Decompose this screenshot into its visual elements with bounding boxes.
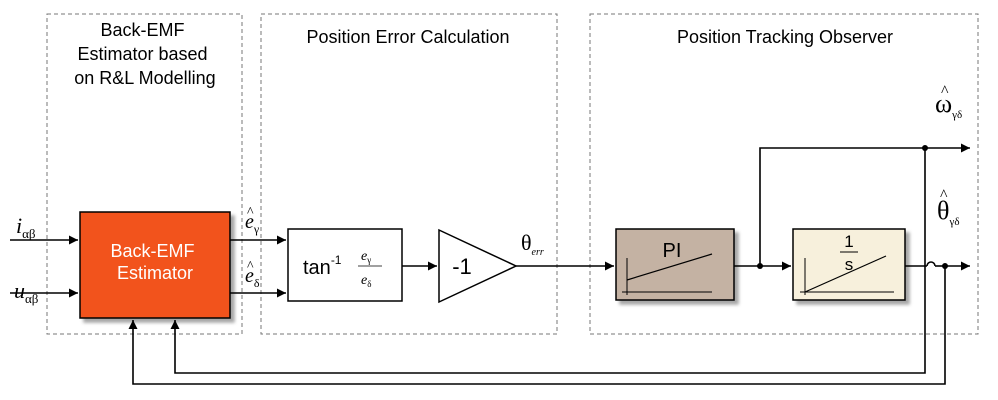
section-title-bemf-line-2: Estimator based (77, 44, 207, 64)
bemf-estimator-block: Back-EMF Estimator (79, 211, 231, 319)
signal-e-delta-label: eδ ^ (245, 259, 260, 290)
gain-block: -1 (438, 228, 518, 304)
hat-e-gamma: ^ (247, 205, 254, 220)
arctan-rect (287, 228, 403, 302)
svg-text:eγ: eγ (245, 211, 260, 236)
svg-text:ωγδ: ωγδ (935, 89, 962, 121)
arctan-block: tan-1 eγ eδ (287, 228, 403, 302)
hat-e-delta: ^ (247, 259, 254, 274)
bemf-estimator-label: Back-EMF Estimator (110, 241, 199, 283)
line-crossover-hop (926, 261, 936, 267)
pi-block: PI (615, 228, 735, 301)
section-frame-position-error (260, 13, 558, 335)
integrator-rect (792, 228, 906, 301)
gain-triangle (438, 228, 518, 304)
pi-rect (615, 228, 735, 301)
gain-label: -1 (452, 254, 472, 279)
feedback-omega-to-bemf (170, 148, 926, 374)
section-title-bemf-line-1: Back-EMF (100, 20, 184, 40)
hat-theta: ^ (940, 187, 948, 204)
signal-omega-hat-label: ωγδ ^ (935, 83, 962, 121)
section-title-bemf-line-3: on R&L Modelling (74, 68, 215, 88)
bemf-estimator-label-line-1: Back-EMF (110, 241, 194, 261)
section-title-bemf: Back-EMF Estimator based on R&L Modellin… (74, 20, 215, 88)
integrator-block: 1 s (792, 228, 906, 301)
signal-e-gamma-label: eγ ^ (245, 205, 260, 236)
integrator-response-line (804, 255, 887, 293)
integrator-numerator: 1 (844, 232, 853, 251)
feedback-theta-to-bemf (128, 266, 946, 385)
pi-response-line (626, 253, 713, 281)
section-title-observer: Position Tracking Observer (677, 27, 893, 47)
svg-text:eδ: eδ (245, 265, 260, 290)
bemf-estimator-label-line-2: Estimator (117, 263, 193, 283)
line-omega-branch (759, 147, 925, 266)
arctan-func: tan-1 (303, 253, 342, 279)
bemf-estimator-rect (79, 211, 231, 319)
arctan-numerator: eγ (361, 249, 371, 265)
integrator-denominator: s (845, 255, 854, 274)
arctan-denominator: eδ (361, 273, 371, 289)
section-frame-observer (589, 13, 979, 335)
section-frame-bemf (46, 13, 243, 335)
svg-text:θγδ: θγδ (937, 196, 960, 228)
input-label-current: iαβ (16, 213, 36, 241)
signal-theta-hat-label: θγδ ^ (937, 187, 960, 228)
pi-label: PI (663, 240, 682, 262)
section-title-position-error: Position Error Calculation (306, 27, 509, 47)
hat-omega: ^ (941, 83, 949, 100)
signal-theta-err-label: θerr (521, 230, 544, 258)
input-label-voltage: uαβ (14, 278, 39, 306)
